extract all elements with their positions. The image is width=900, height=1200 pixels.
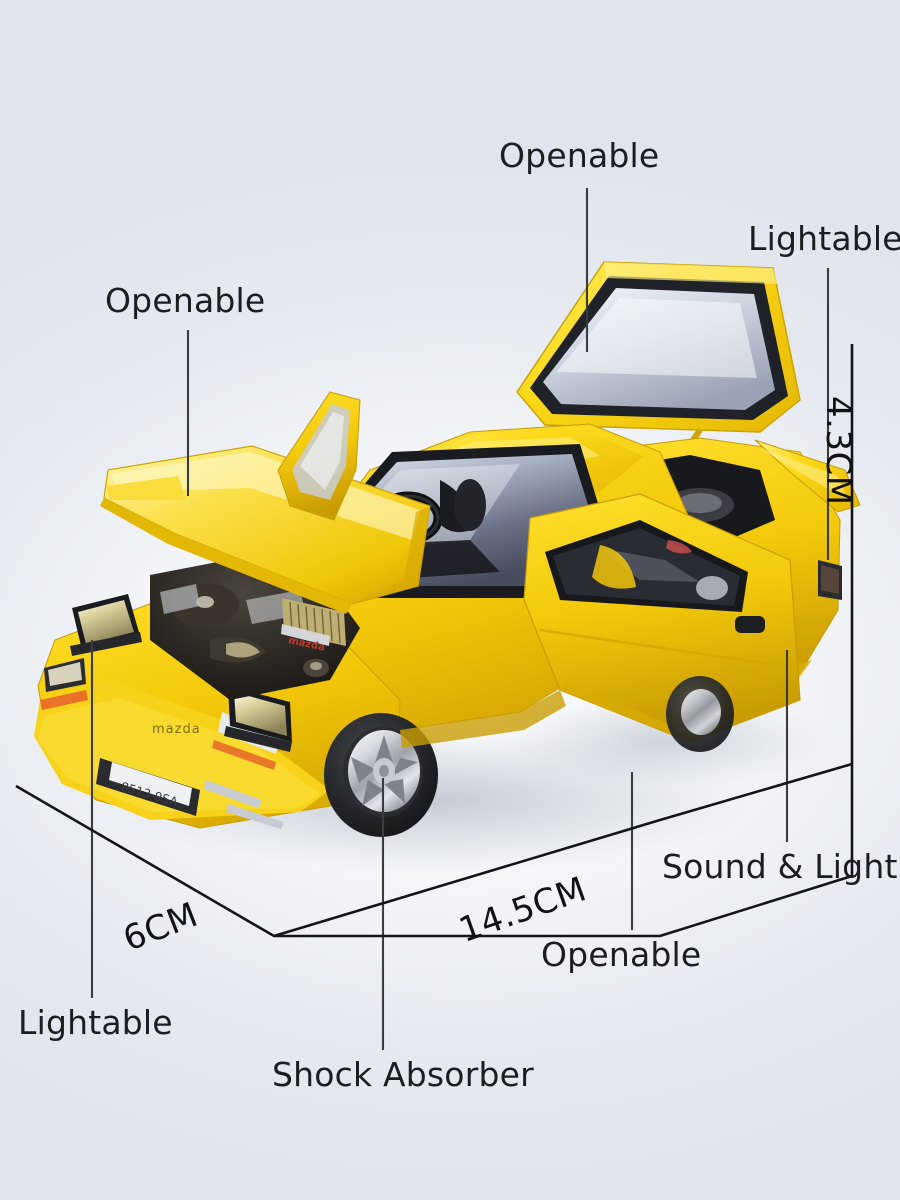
door-open bbox=[523, 493, 801, 743]
callout-label-sound-and-light: Sound & Light bbox=[662, 847, 898, 886]
callout-label-lightable-bottom: Lightable bbox=[18, 1003, 173, 1042]
dimension-label-height: 4.3CM bbox=[818, 396, 858, 506]
callout-label-shock-absorber: Shock Absorber bbox=[272, 1055, 534, 1094]
svg-text:mazda: mazda bbox=[152, 722, 201, 737]
rear-wheel bbox=[666, 676, 734, 752]
callout-label-openable-door: Openable bbox=[541, 935, 702, 974]
callout-label-lightable-top: Lightable bbox=[748, 219, 900, 258]
callout-label-openable-hood: Openable bbox=[105, 281, 266, 320]
headlights bbox=[70, 594, 292, 752]
rear-hatch-open bbox=[516, 261, 801, 433]
callout-label-openable-hatch: Openable bbox=[499, 136, 660, 175]
far-door-open bbox=[277, 391, 361, 521]
